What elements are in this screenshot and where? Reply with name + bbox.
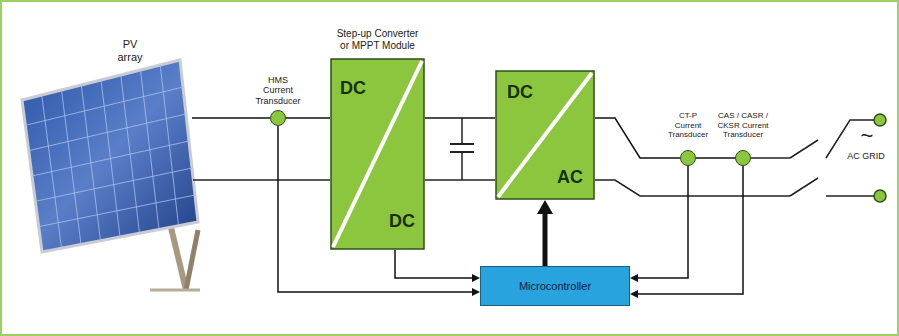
power-wire: [286, 117, 330, 119]
converter-port-label: DC: [389, 211, 415, 232]
capacitor-plate: [450, 143, 474, 145]
converter-divider: [333, 61, 422, 247]
solar-panel: [22, 60, 198, 252]
converter-body: [331, 59, 424, 249]
current-transducer: HMS Current Transducer: [270, 110, 286, 126]
power-wire: [696, 157, 735, 159]
node-heading: HMS Current Transducer: [253, 75, 303, 106]
node-heading: Microcontroller: [519, 280, 591, 292]
wire: [425, 179, 495, 181]
ac-symbol: ~: [852, 124, 882, 148]
signal-arrow: [638, 166, 743, 294]
power-wire: [595, 118, 680, 158]
node-heading: CT-P Current Transducer: [665, 111, 711, 139]
power-wire: [192, 117, 270, 119]
converter-port-label: AC: [557, 167, 583, 188]
node-heading: PV array: [110, 38, 150, 63]
panel-cells: [25, 65, 195, 248]
power-wire: [425, 117, 495, 119]
capacitor-lead: [461, 152, 463, 180]
grid-terminal: [874, 114, 886, 126]
pv-array: PV array: [20, 38, 192, 256]
converter-port-label: DC: [340, 78, 366, 99]
capacitor-lead: [461, 118, 463, 144]
microcontroller-box: Microcontroller: [480, 266, 630, 306]
panel-cell-line: [35, 168, 192, 201]
wire: [193, 179, 330, 181]
node-heading: Step-up Converter or MPPT Module: [332, 28, 424, 52]
wire: [826, 195, 874, 197]
converter-body: [496, 71, 594, 199]
switch-blade: [790, 178, 818, 196]
panel-cell-line: [29, 114, 186, 151]
panel-cell-line: [32, 141, 189, 176]
panel-cell-line: [39, 195, 195, 227]
switch-blade: [790, 140, 818, 158]
node-heading: CAS / CASR / CKSR Current Transducer: [715, 111, 771, 139]
current-transducer: CAS / CASR / CKSR Current Transducer: [735, 150, 751, 166]
converter-divider: [498, 73, 592, 197]
dc-dc-converter: Step-up Converter or MPPT ModuleDCDC: [330, 58, 425, 250]
converter-port-label: DC: [507, 82, 533, 103]
current-transducer: CT-P Current Transducer: [680, 150, 696, 166]
grid-terminal: [874, 190, 886, 202]
control-arrow: [543, 214, 548, 266]
ac-grid-label: AC GRID: [842, 152, 890, 162]
panel-stand: [150, 289, 200, 292]
panel-cell-line: [25, 87, 183, 125]
wire: [751, 157, 790, 159]
dc-ac-inverter: DC AC: [495, 70, 595, 200]
signal-arrow: [395, 250, 472, 278]
wire: [595, 180, 790, 196]
signal-arrow: [638, 166, 688, 278]
panel-stand: [186, 230, 198, 290]
